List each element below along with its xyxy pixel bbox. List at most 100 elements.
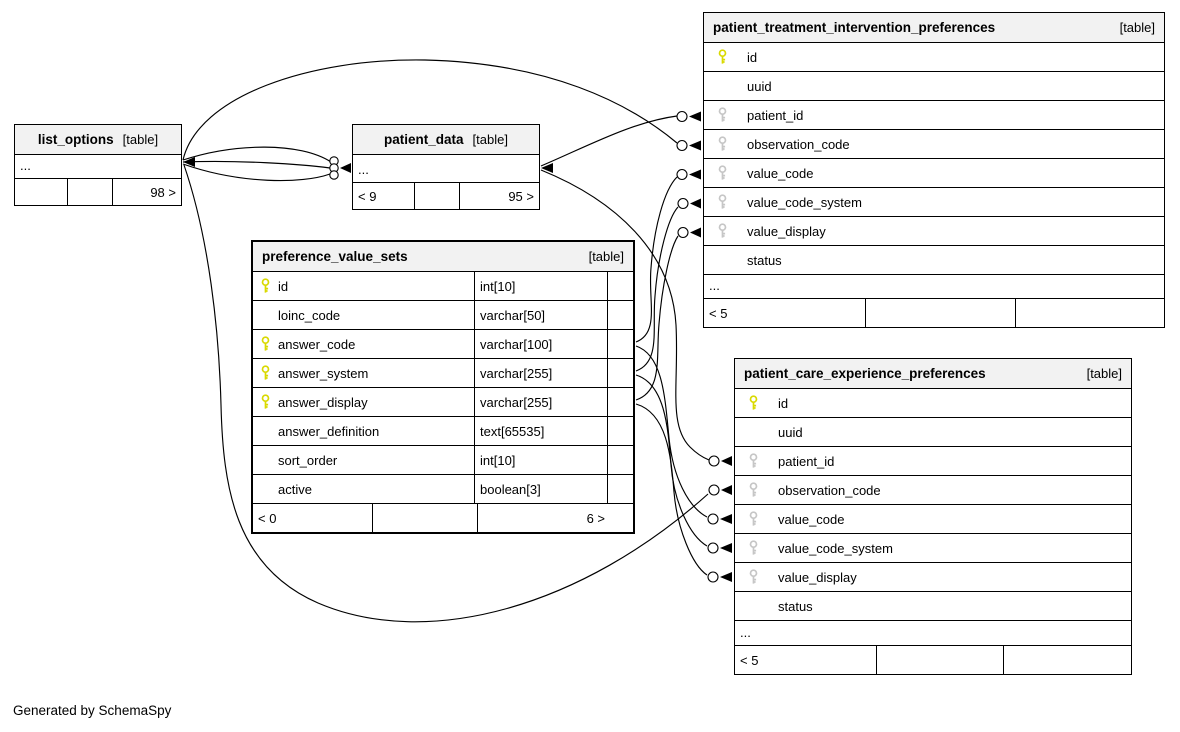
column-name: observation_code — [747, 136, 850, 152]
column-name: observation_code — [778, 482, 881, 498]
foreign-key-icon — [717, 136, 747, 152]
column-row-status: status — [735, 592, 1131, 621]
primary-key-icon — [260, 394, 278, 410]
column-row-uuid: uuid — [704, 72, 1164, 101]
related-count-cell: 95 > — [508, 188, 534, 204]
table-footer: < 5 — [735, 646, 1131, 674]
footer-empty-cell — [866, 299, 1016, 327]
fk-arrow-icon — [720, 572, 732, 582]
rel-endpoint-arrow-icon — [183, 157, 195, 167]
fk-arrow-icon — [721, 456, 732, 466]
column-row-answer_system: answer_system varchar[255] — [253, 359, 633, 388]
fk-circle — [708, 455, 720, 467]
primary-key-icon — [748, 395, 778, 411]
fk-circle — [677, 226, 689, 239]
relationship-line-pvs-care-valuecode — [635, 345, 708, 518]
table-name-link[interactable]: patient_data — [384, 132, 464, 147]
relationship-line-listoptions-patientdata-1 — [182, 146, 332, 163]
column-name: value_display — [778, 569, 857, 585]
column-name: answer_code — [278, 336, 356, 352]
table-footer: < 5 — [704, 299, 1164, 327]
fk-arrow-icon — [721, 485, 732, 495]
column-row-status: status — [704, 246, 1164, 275]
table-type-tag: [table] — [1119, 20, 1155, 35]
footer-empty-cell — [68, 179, 113, 205]
table-name-link[interactable]: patient_care_experience_preferences — [744, 366, 986, 381]
relationship-line-listoptions-patientdata-2 — [182, 160, 331, 169]
column-row-patient_id: patient_id — [704, 101, 1164, 130]
relationship-line-pvs-care-valuecodesystem — [635, 374, 708, 547]
primary-key-icon — [260, 365, 278, 381]
table-footer: < 9 95 > — [353, 183, 539, 209]
column-type: varchar[100] — [474, 330, 607, 358]
column-name: answer_system — [278, 365, 369, 381]
fk-arrow-icon — [689, 111, 701, 122]
relationship-line-patientdata-care-patientid — [540, 169, 710, 461]
more-columns-indicator: ... — [704, 275, 1164, 299]
table-name-link[interactable]: list_options — [37, 132, 114, 147]
relationship-line-pvs-treatment-valuecodesystem — [635, 206, 679, 372]
foreign-key-icon — [748, 482, 778, 498]
column-row-id: id — [735, 389, 1131, 418]
column-name: uuid — [747, 78, 772, 94]
foreign-key-icon — [717, 107, 747, 123]
relationship-line-patientdata-treatment-patientid — [540, 115, 678, 167]
related-count-cell: < 5 — [704, 299, 866, 327]
table-name-link[interactable]: preference_value_sets — [262, 249, 408, 264]
column-row-value_code_system: value_code_system — [735, 534, 1131, 563]
row-end-cell — [607, 388, 633, 416]
column-name: value_display — [747, 223, 826, 239]
foreign-key-icon — [748, 540, 778, 556]
table-name-link[interactable]: patient_treatment_intervention_preferenc… — [713, 20, 996, 35]
table-list_options: list_options[table]...98 > — [14, 124, 182, 206]
fk-arrow-icon — [720, 514, 732, 524]
relationship-line-pvs-treatment-valuecode — [635, 176, 678, 343]
column-name: status — [778, 598, 813, 614]
related-count-cell: < 0 — [253, 504, 373, 532]
generator-note: Generated by SchemaSpy — [13, 703, 172, 718]
column-row-value_code_system: value_code_system — [704, 188, 1164, 217]
relationship-line-pvs-care-valuedisplay — [635, 403, 708, 576]
primary-key-icon — [717, 49, 747, 65]
column-row-observation_code: observation_code — [735, 476, 1131, 505]
foreign-key-icon — [748, 511, 778, 527]
column-row-value_code: value_code — [735, 505, 1131, 534]
row-end-cell — [607, 330, 633, 358]
fk-circle — [707, 542, 719, 554]
foreign-key-icon — [717, 194, 747, 210]
column-name: id — [778, 395, 789, 411]
table-header: preference_value_sets[table] — [253, 242, 633, 272]
fk-circle — [329, 170, 339, 180]
fk-arrow-icon — [689, 140, 701, 151]
column-row-uuid: uuid — [735, 418, 1131, 447]
fk-circle — [707, 513, 719, 525]
table-type-tag: [table] — [1086, 366, 1122, 381]
more-columns-indicator: ... — [735, 621, 1131, 646]
column-name: value_code — [747, 165, 814, 181]
footer-empty-cell — [1004, 646, 1131, 674]
table-header: patient_data[table] — [353, 125, 539, 155]
column-name: id — [747, 49, 758, 65]
column-name: sort_order — [278, 452, 338, 468]
column-name: uuid — [778, 424, 803, 440]
column-type: varchar[255] — [474, 388, 607, 416]
relationship-line-listoptions-patientdata-3 — [182, 163, 331, 182]
fk-circle — [676, 139, 688, 152]
column-name: active — [278, 481, 312, 497]
foreign-key-icon — [717, 165, 747, 181]
fk-circle — [707, 571, 719, 583]
primary-key-icon — [260, 336, 278, 352]
related-count-cell: < 9 — [353, 183, 415, 209]
column-type: int[10] — [474, 272, 607, 300]
column-type: varchar[255] — [474, 359, 607, 387]
fk-arrow-icon — [720, 543, 732, 553]
column-name: answer_display — [278, 394, 368, 410]
column-row-value_display: value_display — [704, 217, 1164, 246]
column-row-answer_code: answer_code varchar[100] — [253, 330, 633, 359]
